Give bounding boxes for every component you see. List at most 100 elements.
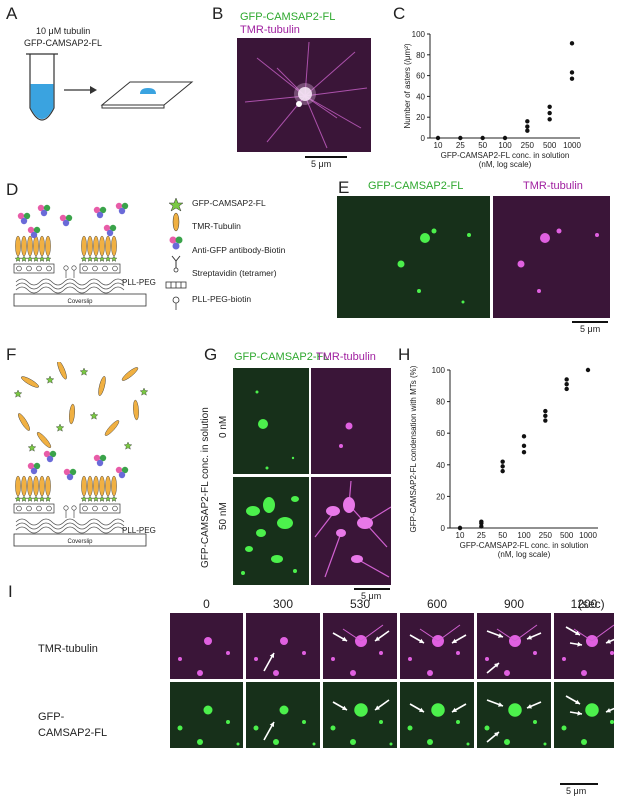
fluorescent-spot — [543, 742, 547, 746]
x-tick-label: 50 — [478, 141, 487, 150]
fluorescent-spot — [203, 705, 213, 715]
microtubule — [419, 628, 439, 642]
fluorescent-spot — [236, 742, 240, 746]
panel-i-row-camsap-2: CAMSAP2-FL — [38, 727, 108, 739]
camsap-rod-glyph — [21, 376, 39, 388]
panel-e-green-image — [337, 196, 490, 318]
fluorescent-spot — [562, 657, 566, 661]
tubulin-glyph — [43, 204, 51, 212]
camsap-star-glyph — [139, 387, 149, 396]
camsap-star-glyph — [110, 495, 118, 502]
biotin-glyph — [102, 265, 108, 272]
panel-i-tubulin-frame — [246, 613, 320, 679]
fluorescent-spot — [485, 657, 489, 661]
data-point — [502, 135, 508, 141]
camsap-rod-glyph — [69, 403, 75, 425]
camsap-star-glyph — [104, 255, 112, 262]
fluorescent-spot — [408, 657, 412, 661]
camsap-rod-glyph — [39, 475, 45, 497]
camsap-star-glyph — [80, 255, 88, 262]
camsap-star-glyph — [80, 495, 88, 502]
camsap-star-glyph — [20, 495, 28, 502]
x-tick-label: 500 — [543, 141, 557, 150]
camsap-star-glyph — [32, 255, 40, 262]
fluorescent-spot — [197, 670, 203, 676]
data-point — [547, 110, 552, 116]
camsap-star-glyph — [38, 495, 46, 502]
camsap-star-glyph — [92, 495, 100, 502]
panel-i-time-label: 900 — [503, 597, 525, 611]
fluorescent-spot — [177, 725, 183, 731]
streptavidin-glyph — [13, 263, 55, 274]
panel-g-green-label: GFP-CAMSAP2-FL — [234, 351, 330, 363]
panel-i-unit: (sec) — [578, 597, 605, 611]
panel-label-h: H — [398, 345, 411, 364]
panel-i-tubulin-frame — [323, 613, 397, 679]
arrow-head — [375, 636, 380, 641]
fluorescent-spot — [456, 720, 460, 724]
camsap-rod-glyph — [133, 399, 139, 421]
legend-d-item-pllpeg: PLL-PEG-biotin — [192, 294, 252, 304]
data-point — [525, 124, 530, 129]
x-tick-label: 250 — [539, 531, 553, 540]
tubulin-glyph — [63, 468, 71, 476]
camsap-star-glyph — [38, 255, 46, 262]
tubulin-glyph — [103, 224, 111, 232]
microtubule — [496, 628, 516, 642]
panel-g-row-50nm: 50 nM — [218, 502, 229, 530]
biotin-glyph — [26, 265, 32, 272]
x-axis-label: GFP-CAMSAP2-FL conc. in solution — [441, 151, 570, 160]
panel-g-scale-text: 5 μm — [361, 591, 382, 601]
biotin-glyph — [16, 265, 22, 272]
data-point — [569, 76, 575, 81]
camsap-rod-glyph — [87, 235, 93, 257]
panel-label-g: G — [204, 345, 218, 364]
camsap-rod-glyph — [45, 235, 51, 257]
arrow-head — [419, 638, 424, 643]
camsap-rod-glyph — [15, 235, 21, 257]
fluorescent-spot — [273, 670, 279, 676]
tubulin-glyph — [27, 462, 35, 470]
tubulin-glyph — [62, 219, 70, 227]
x-tick-label: 250 — [521, 141, 535, 150]
panel-i-time-label: 300 — [272, 597, 294, 611]
panel-label-b: B — [212, 4, 224, 23]
fluorescent-spot — [350, 670, 356, 676]
panel-e-magenta-label: TMR-tubulin — [523, 180, 583, 192]
fluorescent-spot — [427, 739, 433, 745]
camsap-rod-glyph — [15, 475, 21, 497]
x-axis-label-unit: (nM, log scale) — [498, 550, 551, 559]
fluorescent-spot — [379, 651, 383, 655]
arrow-head — [498, 633, 503, 638]
x-axis-label: GFP-CAMSAP2-FL conc. in solution — [460, 541, 589, 550]
tubulin-glyph — [49, 450, 57, 458]
legend-d-item-tubulin: TMR-Tubulin — [192, 221, 241, 231]
streptavidin-glyph — [13, 503, 55, 514]
panel-b-green-label: GFP-CAMSAP2-FL — [240, 11, 336, 23]
data-point — [564, 382, 569, 387]
legend-d-item-streptavidin: Streptavidin (tetramer) — [192, 268, 277, 278]
fluorescent-spot — [581, 670, 587, 676]
fluorescent-spot — [610, 720, 614, 724]
tubulin-glyph — [99, 206, 107, 214]
x-tick-label: 1000 — [579, 531, 597, 540]
panel-i-time-label: 530 — [349, 597, 371, 611]
fluorescent-spot — [456, 651, 460, 655]
camsap-star-glyph — [14, 255, 22, 262]
arrow-head — [375, 705, 380, 710]
x-tick-label: 500 — [560, 531, 574, 540]
camsap-rod-glyph — [111, 235, 117, 257]
legend-d-item-camsap: GFP-CAMSAP2-FL — [192, 198, 266, 208]
camsap-rod-glyph — [98, 376, 106, 396]
fluorescent-spot — [484, 725, 490, 731]
microtubule — [437, 624, 461, 642]
camsap-rod-glyph — [21, 475, 27, 497]
camsap-rod-glyph — [27, 475, 33, 497]
camsap-star-glyph — [110, 255, 118, 262]
y-tick-label: 100 — [432, 366, 446, 375]
y-tick-label: 80 — [436, 398, 445, 407]
panel-b-scale-text: 5 μm — [311, 159, 332, 169]
y-tick-label: 40 — [416, 92, 425, 101]
fluorescent-spot — [273, 739, 279, 745]
tubulin-glyph — [30, 231, 38, 239]
